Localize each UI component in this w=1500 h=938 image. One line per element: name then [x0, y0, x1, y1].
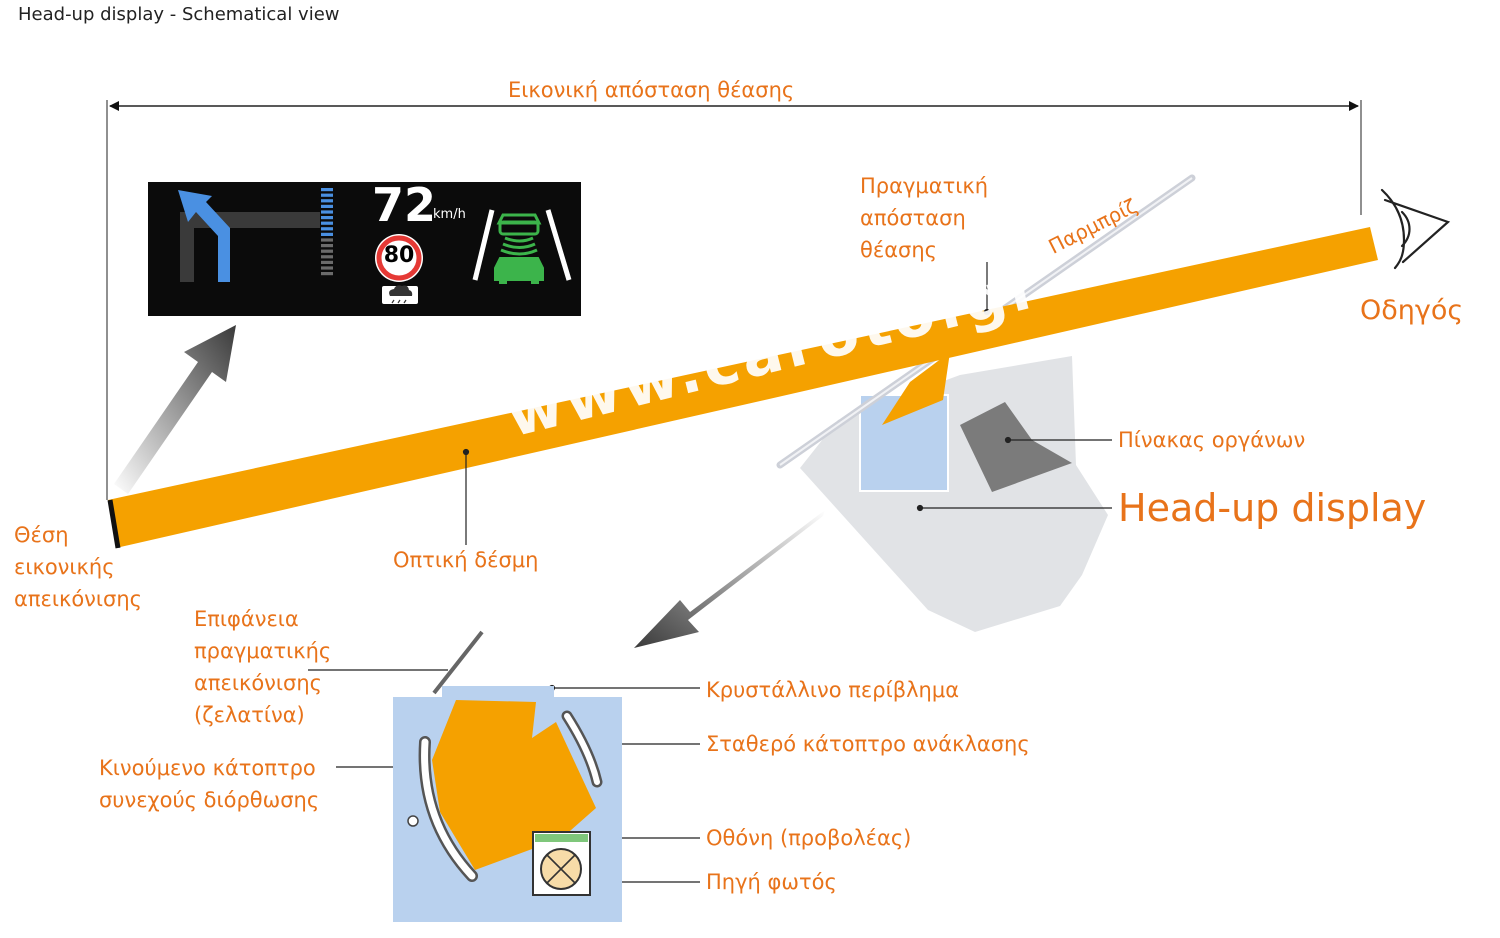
- distance-bar-segment: [321, 238, 333, 242]
- label-driver: Οδηγός: [1360, 295, 1464, 326]
- label-screen-projector: Οθόνη (προβολέας): [706, 826, 912, 850]
- distance-bar-segment: [321, 260, 333, 264]
- gelatin-surface: [432, 630, 484, 695]
- distance-bar-segment: [321, 255, 333, 259]
- distance-bar-segment: [321, 227, 333, 231]
- label-virtual-viewing-distance: Εικονική απόσταση θέασης: [508, 78, 795, 102]
- label-moving-mirror: Κινούμενο κάτοπτρο συνεχούς διόρθωσης: [99, 756, 320, 812]
- distance-bar-segment: [321, 210, 333, 214]
- label-fixed-mirror: Σταθερό κάτοπτρο ανάκλασης: [706, 732, 1030, 756]
- instrument-panel-shape: [960, 402, 1072, 492]
- distance-bar-segment: [321, 266, 333, 270]
- navigation-arrow-icon: [178, 190, 320, 282]
- label-optical-beam: Οπτική δέσμη: [393, 548, 539, 572]
- distance-bar-segment: [321, 199, 333, 203]
- distance-bar-segment: [321, 244, 333, 248]
- label-instrument-panel: Πίνακας οργάνων: [1118, 428, 1306, 452]
- dashboard-shape: [800, 356, 1108, 632]
- virtual-distance-dimension: [106, 100, 1362, 500]
- hud-internals: [393, 630, 622, 922]
- distance-bar-segment: [321, 221, 333, 225]
- rain-icon: [382, 285, 418, 304]
- pivot: [407, 815, 419, 827]
- label-real-viewing-distance: Πραγματική απόσταση θέασης: [860, 174, 989, 262]
- distance-bar-segment: [321, 193, 333, 197]
- label-light-source: Πηγή φωτός: [706, 870, 837, 894]
- virtual-image-plane: [107, 499, 121, 549]
- page-title: Head-up display - Schematical view: [18, 4, 340, 25]
- distance-bar-segment: [321, 232, 333, 236]
- hud-speed-unit: km/h: [433, 207, 466, 222]
- label-virtual-image-position: Θέση εικονικής απεικόνισης: [14, 523, 142, 611]
- label-crystal-housing: Κρυστάλλινο περίβλημα: [706, 678, 960, 702]
- label-real-image-surface: Επιφάνεια πραγματικής απεικόνισης (ζελατ…: [194, 607, 332, 727]
- hud-beam-reflection: [882, 352, 950, 425]
- distance-bar-segment: [321, 249, 333, 253]
- optical-beam: [108, 227, 1378, 548]
- projection-arrow-up: [114, 325, 236, 494]
- internal-beam: [432, 700, 596, 870]
- lane-assist-car-icon: [472, 209, 572, 284]
- distance-bar-segment: [321, 272, 333, 276]
- distance-bar-segment: [321, 188, 333, 192]
- distance-bar-segment: [321, 216, 333, 220]
- hud-display-panel: [148, 182, 581, 316]
- hud-speed-value: 72: [372, 178, 437, 232]
- label-head-up-display: Head-up display: [1118, 486, 1427, 530]
- hud-speed-limit: 80: [383, 243, 415, 268]
- eye-icon: [1380, 188, 1451, 270]
- detail-arrow-down: [634, 510, 825, 648]
- speed-limit-sign-icon: [375, 234, 423, 282]
- distance-bar-icon: [321, 188, 333, 276]
- distance-bar-segment: [321, 204, 333, 208]
